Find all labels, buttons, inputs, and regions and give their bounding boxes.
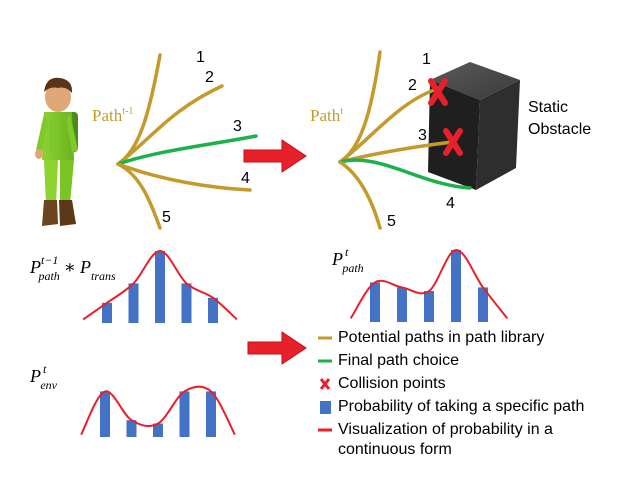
posterior-distribution-chart — [349, 249, 509, 322]
probability-bar — [370, 282, 380, 322]
final-path-line-icon — [318, 359, 332, 363]
legend-text: Final path choice — [338, 352, 459, 369]
right-path-number-5: 5 — [387, 213, 396, 230]
probability-bar — [128, 283, 139, 323]
transition-arrow-bottom — [247, 331, 307, 365]
probability-bar — [126, 420, 137, 437]
legend-text-line2: continuous form — [338, 441, 452, 458]
collision-x-icon — [428, 78, 448, 106]
probability-bar — [424, 291, 434, 322]
left-path-label: Patht-1 — [92, 106, 133, 125]
left-path-number-1: 1 — [196, 49, 205, 66]
probability-curve — [82, 249, 238, 321]
left-path-number-5: 5 — [162, 209, 171, 226]
obstacle-label-line2: Obstacle — [528, 121, 591, 138]
collision-x-icon — [319, 378, 331, 390]
character-figure-icon — [35, 77, 78, 226]
transition-arrow-top — [243, 139, 307, 173]
left-path-5 — [116, 162, 162, 230]
probability-bar — [397, 287, 407, 322]
right-path-number-3: 3 — [418, 127, 427, 144]
legend-text: Collision points — [338, 375, 446, 392]
left-path-fan — [116, 53, 258, 230]
legend-item: Final path choice — [318, 351, 636, 374]
legend-item: Potential paths in path library — [318, 328, 636, 351]
env-distribution-chart — [80, 385, 236, 437]
probability-bar — [179, 391, 190, 437]
probability-curve — [349, 249, 509, 320]
legend: Potential paths in path library Final pa… — [318, 328, 636, 464]
probability-bar — [451, 250, 461, 322]
probability-curve-line-icon — [318, 428, 332, 432]
probability-curve — [80, 385, 236, 436]
legend-text-line1: Visualization of probability in a — [338, 421, 553, 438]
right-path-fan — [338, 50, 472, 230]
probability-bar — [181, 283, 192, 323]
probability-bar — [102, 302, 112, 323]
left-path-number-3: 3 — [233, 118, 242, 135]
probability-bar — [153, 423, 163, 437]
right-path-4 — [338, 158, 472, 190]
potential-path-line-icon — [318, 336, 332, 340]
legend-text: Potential paths in path library — [338, 329, 545, 346]
right-path-label: Patht — [310, 106, 343, 125]
legend-item: Probability of taking a specific path — [318, 397, 636, 420]
probability-bar — [208, 297, 218, 323]
probability-bar — [206, 391, 216, 437]
probability-bar-icon — [320, 401, 331, 414]
collision-x-icon — [443, 128, 463, 156]
probability-bar — [100, 391, 110, 437]
left-path-number-4: 4 — [241, 170, 250, 187]
right-path-number-2: 2 — [408, 77, 417, 94]
left-path-2 — [116, 84, 224, 166]
legend-text: Probability of taking a specific path — [338, 398, 585, 415]
right-path-2 — [338, 86, 442, 164]
legend-item: Visualization of probability in a continu… — [318, 420, 636, 464]
right-path-number-4: 4 — [446, 195, 455, 212]
left-path-4 — [116, 162, 252, 192]
probability-bar — [478, 287, 488, 322]
probability-bar — [155, 251, 165, 323]
obstacle-label-line1: Static — [528, 99, 568, 116]
prior-distribution-chart — [82, 249, 238, 323]
left-path-3 — [116, 134, 258, 166]
right-path-number-1: 1 — [422, 51, 431, 68]
legend-item: Collision points — [318, 374, 636, 397]
right-path-5 — [338, 160, 382, 230]
legend-text: Visualization of probability in a continu… — [338, 420, 553, 460]
left-path-number-2: 2 — [205, 69, 214, 86]
